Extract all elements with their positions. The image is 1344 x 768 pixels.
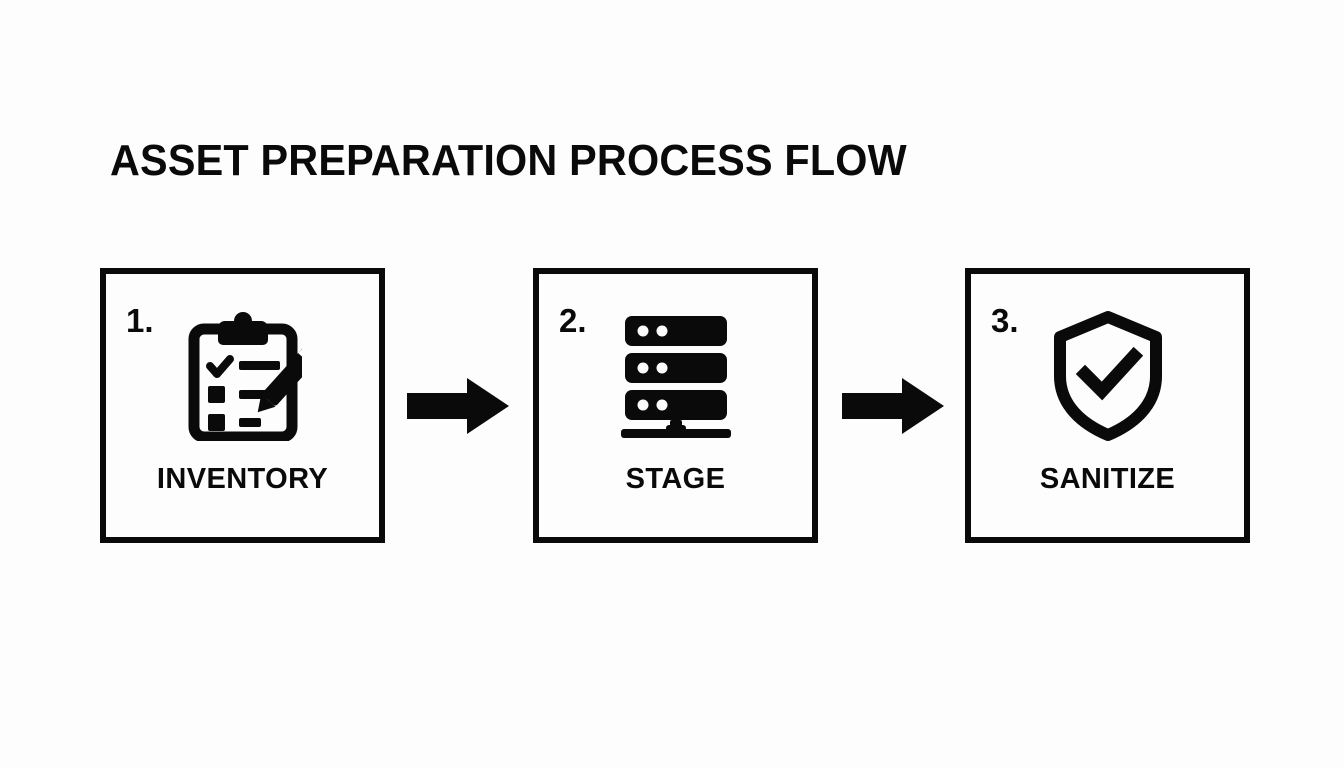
server-rack-icon xyxy=(620,312,731,445)
step-icon-container xyxy=(539,308,812,448)
step-number: 3. xyxy=(991,302,1019,339)
step-label: SANITIZE xyxy=(1039,463,1176,495)
shield-check-icon xyxy=(1052,310,1164,447)
step-card-stage[interactable]: 2. xyxy=(533,268,818,543)
step-number: 1. xyxy=(126,302,154,339)
step-label: STAGE xyxy=(625,463,726,495)
arrow-right-icon xyxy=(842,378,944,434)
clipboard-checklist-pencil-icon xyxy=(184,311,318,446)
step-number: 2. xyxy=(559,302,587,339)
step-label: INVENTORY xyxy=(156,463,329,495)
process-flow-row: 1. xyxy=(0,268,1344,548)
arrow-right-icon xyxy=(407,378,509,434)
step-card-sanitize[interactable]: 3. SANITIZE xyxy=(965,268,1250,543)
step-card-inventory[interactable]: 1. xyxy=(100,268,385,543)
page-title: ASSET PREPARATION PROCESS FLOW xyxy=(110,136,907,185)
step-icon-container xyxy=(971,308,1244,448)
step-icon-container xyxy=(106,308,379,448)
